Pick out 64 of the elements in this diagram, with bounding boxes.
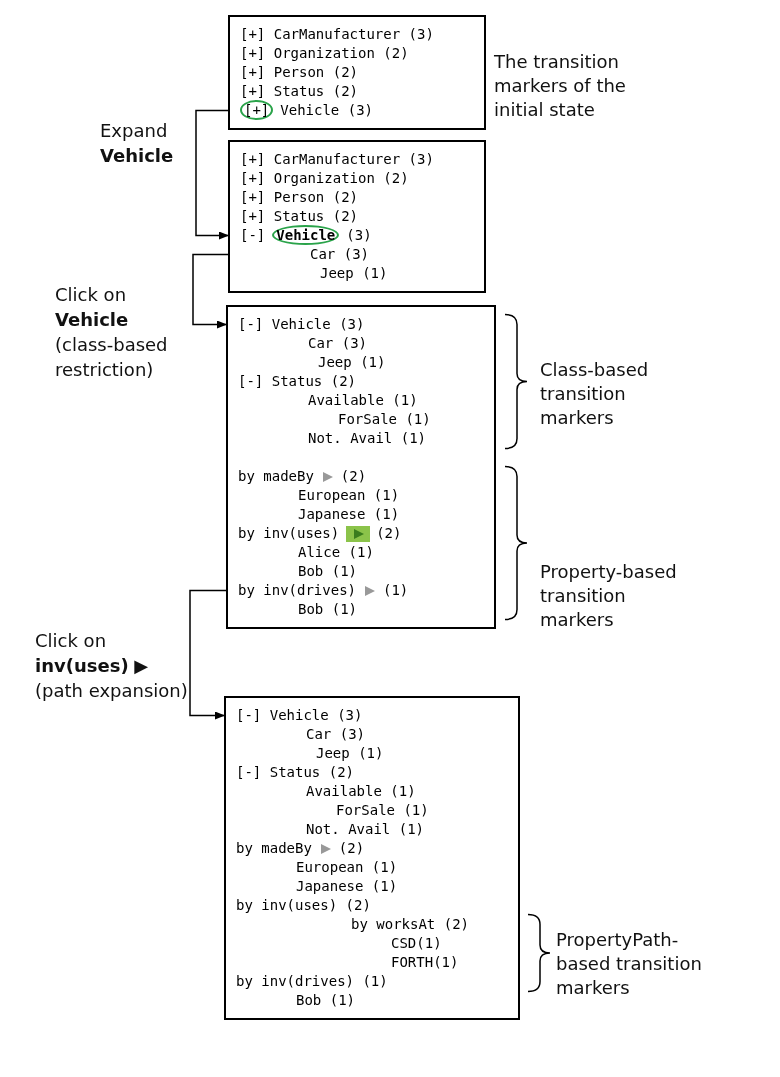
tree-item-text: [+] CarManufacturer (3) <box>240 151 434 167</box>
tree-item-text: Bob (1) <box>298 563 357 579</box>
tree-item-text: Bob (1) <box>296 992 355 1008</box>
circled-text: [+] <box>240 100 274 120</box>
tree-item-text: by inv(drives) (1) <box>236 973 388 989</box>
tree-item-text: Japanese (1) <box>296 878 398 894</box>
tree-item-text: Jeep (1) <box>320 265 388 281</box>
tree-panel <box>228 15 486 130</box>
tree-item-text: European (1) <box>298 487 400 503</box>
tree-item-text: [+] CarManufacturer (3) <box>240 26 434 42</box>
edge-label: Expand Vehicle <box>100 119 175 168</box>
tree-item-text: ForSale (1) <box>338 411 431 427</box>
tree-item-text: (2) <box>338 840 365 856</box>
tree-item-text: (3) <box>346 227 372 243</box>
annotation-text: PropertyPath-based transition markers <box>556 928 703 1000</box>
tree-item-text: [+] Organization (2) <box>240 170 409 186</box>
tree-item-text: Car (3) <box>310 246 369 262</box>
tree-item-text: Not. Avail (1) <box>306 821 424 837</box>
annotation-text: The transition markers of the initial state <box>494 50 627 122</box>
tree-item-text: [+] Person (2) <box>240 64 358 80</box>
tree-item-text: Alice (1) <box>298 544 374 560</box>
tree-item-text: [-] Vehicle (3) <box>236 707 363 723</box>
tree-item-text: Car (3) <box>306 726 365 742</box>
circled-text: Vehicle <box>272 225 340 245</box>
tree-panel <box>228 140 486 293</box>
tree-item-text: (2) <box>340 468 367 484</box>
arrow <box>189 589 227 720</box>
tree-item-text: Car (3) <box>308 335 367 351</box>
tree-item-text: CSD(1) <box>391 935 442 951</box>
tree-item-text: ForSale (1) <box>336 802 429 818</box>
tree-item-text: by inv(uses) <box>238 525 340 541</box>
tree-panel <box>226 305 496 629</box>
tree-item-text: European (1) <box>296 859 398 875</box>
tree-item-text: Vehicle (3) <box>280 102 373 118</box>
tree-item-text: Not. Avail (1) <box>308 430 426 446</box>
tree-item-text: by madeBy <box>238 468 314 484</box>
tree-item-text: [+] Person (2) <box>240 189 358 205</box>
tree-item-text: Jeep (1) <box>318 354 386 370</box>
tree-item-text: by inv(drives) <box>238 582 356 598</box>
arrow <box>195 109 229 240</box>
tree-panel <box>224 696 520 1020</box>
tree-item-text: [-] <box>240 227 266 243</box>
tree-item-text: Bob (1) <box>298 601 357 617</box>
edge-label: Click on inv(uses) ▶ (path expansion) <box>35 629 189 703</box>
annotation-text: Class-based transition markers <box>540 358 650 430</box>
tree-item-text: [+] Status (2) <box>240 208 358 224</box>
tree-item-text: Available (1) <box>306 783 416 799</box>
tree-item-text: (2) <box>376 525 402 541</box>
edge-label: Click on Vehicle (class-based restriction) <box>55 283 169 382</box>
tree-item-text: [+] Status (2) <box>240 83 358 99</box>
arrow <box>192 253 229 329</box>
tree-item-text: Available (1) <box>308 392 418 408</box>
tree-item-text: [-] Vehicle (3) <box>238 316 365 332</box>
tree-item-text: Japanese (1) <box>298 506 400 522</box>
tree-item-text: by inv(uses) (2) <box>236 897 371 913</box>
tree-item-text: FORTH(1) <box>391 954 459 970</box>
tree-item-text: [-] Status (2) <box>238 373 356 389</box>
tree-item-text: by worksAt (2) <box>351 916 469 932</box>
tree-item-text: Jeep (1) <box>316 745 384 761</box>
tree-item-text: (1) <box>383 582 409 598</box>
tree-item-text: by madeBy <box>236 840 312 856</box>
annotation-text: Property-based transition markers <box>540 560 678 632</box>
tree-item-text: [-] Status (2) <box>236 764 354 780</box>
tree-item-text: [+] Organization (2) <box>240 45 409 61</box>
